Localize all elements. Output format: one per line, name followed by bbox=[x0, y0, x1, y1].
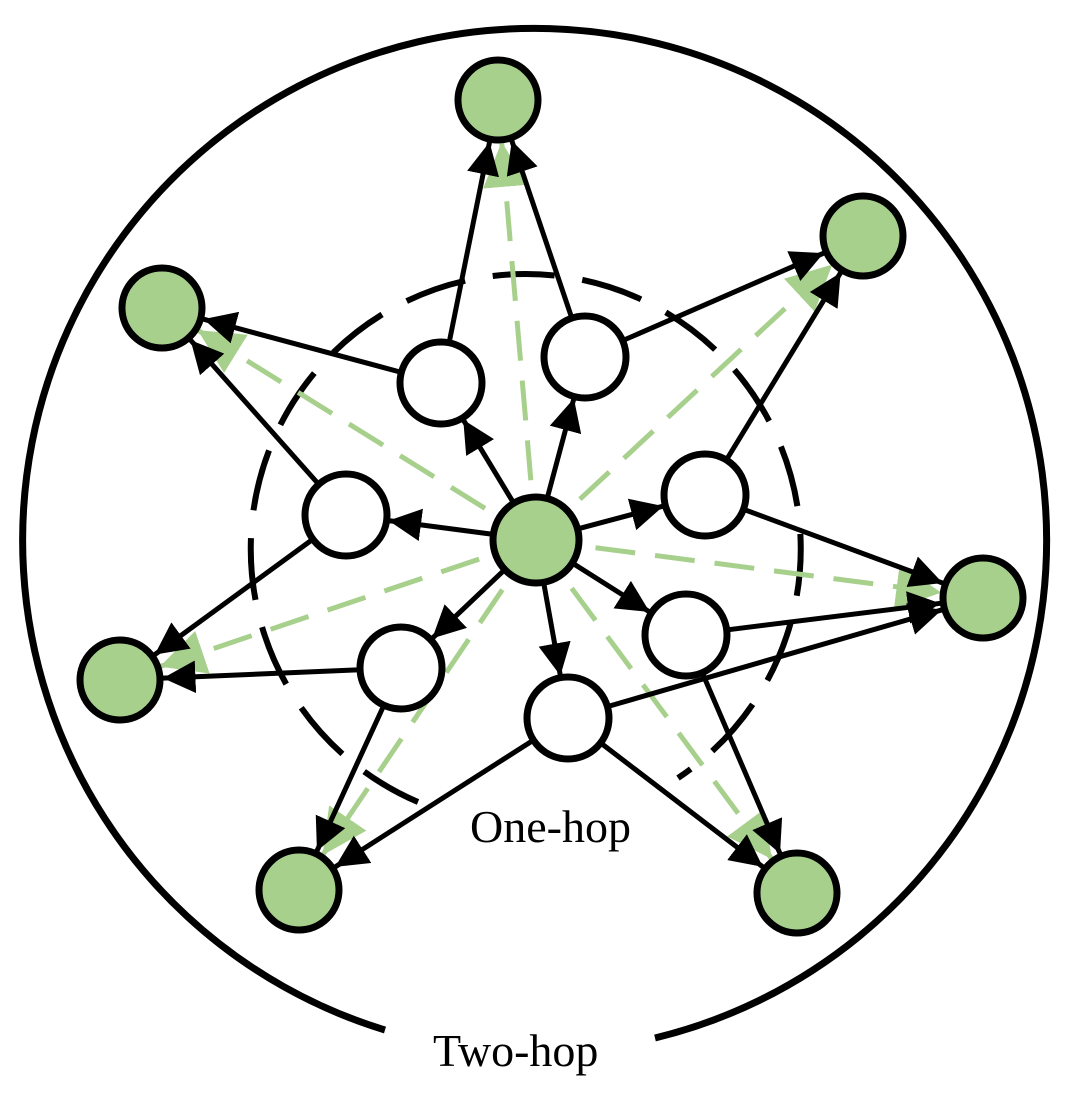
dashed-link-center-g3 bbox=[535, 537, 942, 610]
one-hop-node bbox=[641, 590, 731, 680]
dashed-link-center-g4 bbox=[533, 538, 775, 861]
two-hop-node bbox=[939, 554, 1027, 642]
two-hop-node bbox=[753, 849, 841, 937]
one-hop-node bbox=[523, 673, 613, 763]
edge-one-to-two-hop-e7 bbox=[742, 506, 944, 588]
two-hop-label: Two-hop bbox=[433, 1025, 598, 1076]
one-hop-node bbox=[356, 623, 446, 713]
edge-one-to-two-hop-e14 bbox=[162, 660, 361, 694]
edge-center-n5 bbox=[388, 508, 494, 541]
dashed-link-center-g7 bbox=[196, 328, 538, 543]
one-hop-node bbox=[540, 312, 630, 402]
edge-one-to-two-hop-e4 bbox=[724, 271, 843, 462]
edge-one-to-two-hop-e6 bbox=[188, 338, 321, 487]
one-hop-node bbox=[301, 470, 391, 560]
edge-one-to-two-hop-e15 bbox=[153, 537, 315, 657]
directed-edges bbox=[153, 139, 944, 869]
center-source-node bbox=[489, 493, 583, 587]
edge-center-n4 bbox=[461, 418, 516, 505]
edge-one-to-two-hop-e5 bbox=[202, 311, 403, 375]
two-hop-node bbox=[454, 56, 542, 144]
edge-center-n7 bbox=[430, 567, 507, 641]
dashed-link-center-g2 bbox=[534, 262, 834, 542]
two-hop-node bbox=[255, 846, 343, 934]
edge-one-to-two-hop-e2 bbox=[506, 139, 575, 319]
edge-one-to-two-hop-e9 bbox=[606, 603, 943, 710]
one-hop-node bbox=[396, 338, 486, 428]
one-hop-boundary bbox=[247, 270, 804, 805]
nodes bbox=[76, 56, 1027, 937]
one-hop-node bbox=[660, 450, 750, 540]
edge-one-to-two-hop-e13 bbox=[314, 704, 387, 852]
two-hop-boundary bbox=[19, 24, 1051, 1042]
edge-center-n2 bbox=[576, 498, 665, 532]
edge-one-to-two-hop-e1 bbox=[446, 141, 500, 344]
edge-one-to-two-hop-e3 bbox=[621, 250, 825, 343]
dashed-link-center-g6 bbox=[159, 537, 537, 674]
edge-one-to-two-hop-e8 bbox=[726, 591, 941, 633]
two-hop-node bbox=[76, 636, 164, 724]
edge-center-n6 bbox=[538, 581, 571, 677]
edge-center-n1 bbox=[544, 397, 582, 500]
two-hop-node bbox=[118, 264, 206, 352]
edge-one-to-two-hop-e11 bbox=[599, 740, 765, 869]
edge-one-to-two-hop-e12 bbox=[333, 737, 535, 869]
one-hop-label: One-hop bbox=[470, 801, 631, 852]
edge-one-to-two-hop-e10 bbox=[699, 671, 783, 855]
two-hop-node bbox=[819, 192, 907, 280]
dashed-link-center-g1 bbox=[483, 141, 539, 541]
edge-center-n3 bbox=[570, 560, 652, 615]
